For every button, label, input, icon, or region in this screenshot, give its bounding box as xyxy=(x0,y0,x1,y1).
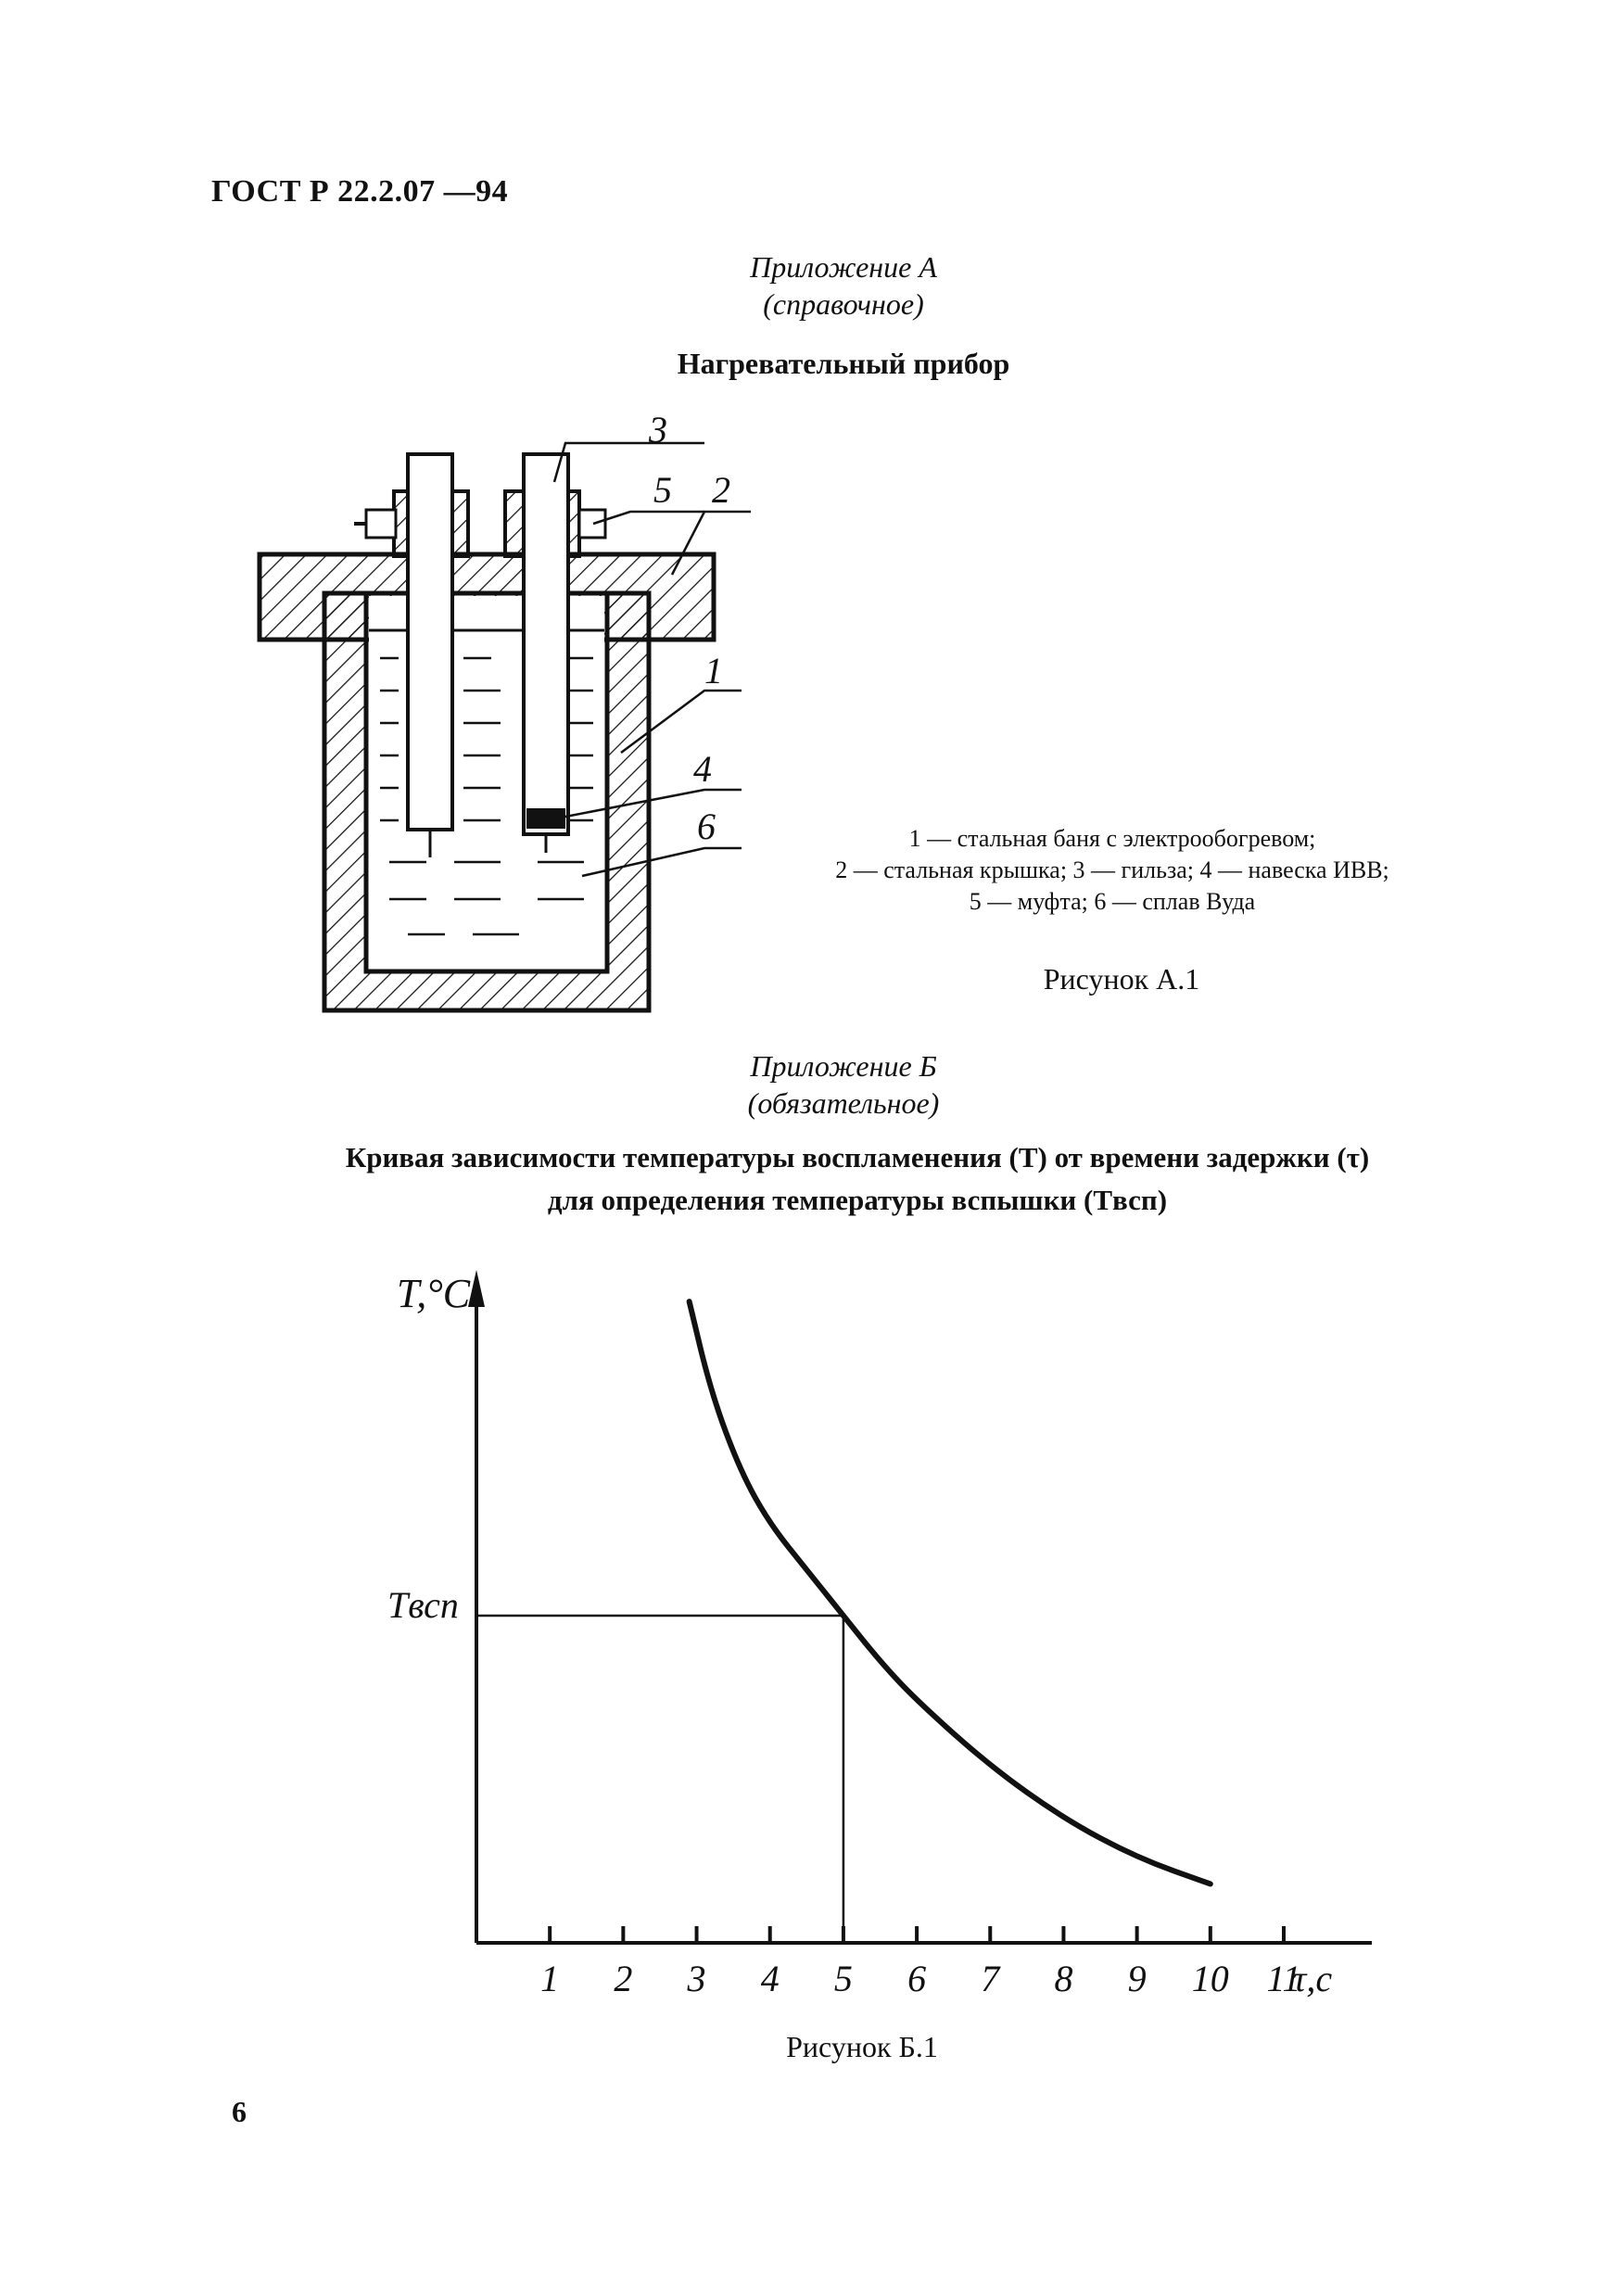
x-tick-label: 7 xyxy=(981,1958,1001,1999)
leader-1 xyxy=(620,689,742,755)
x-tick-label: 1 xyxy=(540,1958,559,1999)
figure-a-legend: 1 — стальная баня с электрообогревом; 2 … xyxy=(723,823,1502,918)
callout-3: 3 xyxy=(649,409,667,450)
appendix-a-subtitle: (справочное) xyxy=(763,287,924,321)
leader-4 xyxy=(560,788,742,819)
x-tick-label: 11 xyxy=(1266,1958,1300,1999)
appendix-b-title: Приложение Б xyxy=(750,1049,937,1083)
callout-1: 1 xyxy=(704,650,723,691)
legend-line-1: 1 — стальная баня с электрообогревом; xyxy=(908,825,1316,852)
y-axis-arrow xyxy=(468,1270,485,1307)
x-tick-label: 2 xyxy=(614,1958,632,1999)
callout-4: 4 xyxy=(693,748,712,790)
page-number: 6 xyxy=(232,2095,247,2128)
callout-5: 5 xyxy=(653,469,672,511)
appendix-b-subtitle: (обязательное) xyxy=(747,1086,940,1120)
callout-2: 2 xyxy=(712,469,730,511)
appendix-b-heading-line-1: Кривая зависимости температуры воспламен… xyxy=(345,1141,1370,1173)
x-tick-label: 9 xyxy=(1128,1958,1147,1999)
appendix-a-title-block: Приложение А (справочное) xyxy=(649,248,1038,323)
x-tick-label: 4 xyxy=(761,1958,780,1999)
x-tick-label: 8 xyxy=(1054,1958,1072,1999)
legend-line-2: 2 — стальная крышка; 3 — гильза; 4 — нав… xyxy=(835,856,1389,883)
leader-3 xyxy=(552,441,704,483)
legend-line-3: 5 — муфта; 6 — сплав Вуда xyxy=(969,888,1256,915)
leader-5 xyxy=(592,510,704,526)
x-tick-label: 5 xyxy=(834,1958,853,1999)
callout-6: 6 xyxy=(697,806,716,847)
series-curve xyxy=(686,1299,1213,1887)
y-marker-label: Tвсп xyxy=(387,1584,459,1626)
x-tick-label: 3 xyxy=(687,1958,706,1999)
leader-2 xyxy=(670,510,751,576)
appendix-b-heading: Кривая зависимости температуры воспламен… xyxy=(185,1136,1529,1222)
figure-b-caption: Рисунок Б.1 xyxy=(786,2030,938,2063)
document-code: ГОСТ Р 22.2.07 —94 xyxy=(211,174,509,209)
x-tick-label: 6 xyxy=(907,1958,926,1999)
appendix-a-title: Приложение А xyxy=(750,250,937,284)
leader-6 xyxy=(581,846,742,878)
figure-a-caption: Рисунок А.1 xyxy=(1043,962,1200,996)
left-tube xyxy=(406,452,454,831)
sleeve xyxy=(522,452,570,836)
sample-charge xyxy=(526,808,565,829)
appendix-a-heading: Нагревательный прибор xyxy=(677,347,1010,380)
appendix-b-heading-line-2: для определения температуры вспышки (Tвс… xyxy=(547,1184,1168,1216)
appendix-b-title-block: Приложение Б (обязательное) xyxy=(649,1047,1038,1122)
y-axis-label: T,°C xyxy=(397,1271,471,1316)
x-tick-label: 10 xyxy=(1192,1958,1229,1999)
x-axis-label: τ,с xyxy=(1293,1958,1332,1999)
